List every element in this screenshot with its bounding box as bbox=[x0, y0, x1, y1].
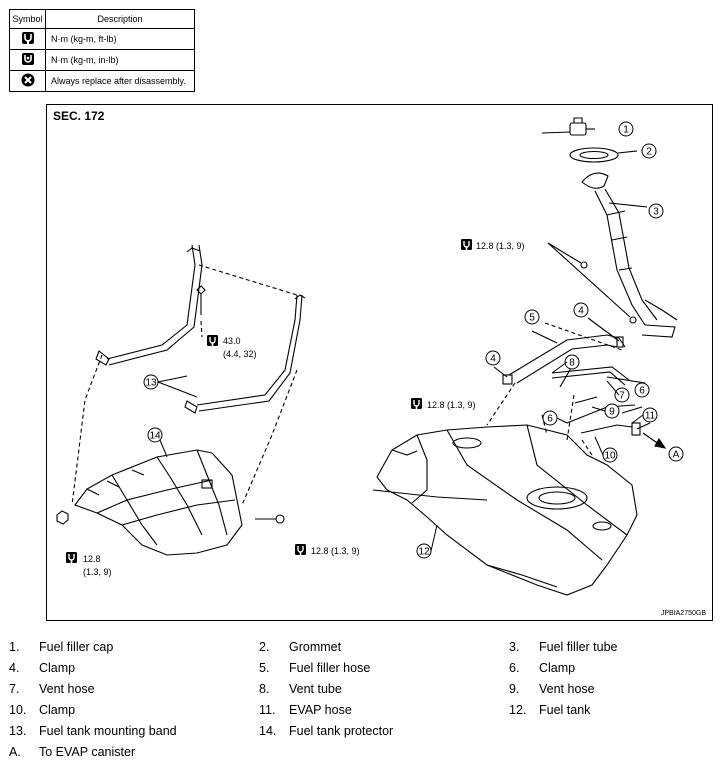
fuel-tank-protector bbox=[74, 449, 243, 556]
parts-list-item: 6.Clamp bbox=[509, 661, 576, 675]
fuel-filler-tube bbox=[581, 172, 678, 338]
evap-canister-arrow bbox=[642, 432, 667, 449]
assembly-lines bbox=[486, 322, 623, 456]
torque-value: 12.8 (1.3, 9) bbox=[311, 546, 360, 556]
fuel-tank-mounting-band bbox=[95, 244, 306, 414]
parts-list-item: 11.EVAP hose bbox=[259, 703, 352, 717]
fuel-tank bbox=[372, 424, 638, 596]
section-label: SEC. 172 bbox=[53, 109, 105, 123]
nut bbox=[56, 510, 69, 525]
callout-11: 11 bbox=[645, 411, 656, 422]
parts-list-item: 4.Clamp bbox=[9, 661, 76, 675]
exploded-diagram: SEC. 172 JPBIA2750GB bbox=[46, 104, 713, 621]
callout-10: 10 bbox=[604, 451, 616, 462]
parts-list-item: 5.Fuel filler hose bbox=[259, 661, 371, 675]
parts-list-item: 3.Fuel filler tube bbox=[509, 640, 618, 654]
torque-wrench-inlb-icon bbox=[9, 49, 46, 71]
torque-wrench-icon bbox=[294, 543, 307, 556]
callout-8: 8 bbox=[569, 358, 575, 369]
callout-7: 7 bbox=[619, 391, 625, 402]
parts-list-item: 9.Vent hose bbox=[509, 682, 595, 696]
assembly-lines-left bbox=[71, 264, 298, 506]
callout-a: A bbox=[673, 450, 680, 461]
torque-wrench-icon bbox=[460, 238, 473, 251]
parts-list-item: 7.Vent hose bbox=[9, 682, 95, 696]
legend-text-replace: Always replace after disassembly. bbox=[45, 70, 195, 92]
legend-header-symbol: Symbol bbox=[9, 9, 46, 29]
parts-list-item: 8.Vent tube bbox=[259, 682, 342, 696]
diagram-artwork: 1 2 3 4 4 5 6 6 7 8 9 10 11 12 13 14 A bbox=[56, 117, 684, 596]
vent-hose bbox=[566, 376, 646, 424]
parts-list-item: 12.Fuel tank bbox=[509, 703, 591, 717]
parts-list-item: 13.Fuel tank mounting band bbox=[9, 724, 177, 738]
callout-4: 4 bbox=[578, 306, 584, 317]
figure-code: JPBIA2750GB bbox=[660, 610, 706, 617]
parts-list-item: A.To EVAP canister bbox=[9, 745, 136, 759]
legend-header-description: Description bbox=[45, 9, 195, 29]
callout-2: 2 bbox=[646, 147, 652, 158]
replace-x-icon bbox=[9, 70, 46, 92]
parts-list-item: 10.Clamp bbox=[9, 703, 76, 717]
torque-value: 43.0 bbox=[223, 336, 241, 346]
torque-value: (1.3, 9) bbox=[83, 567, 112, 577]
fuel-filler-cap bbox=[541, 117, 595, 136]
clamp bbox=[587, 317, 624, 348]
torque-wrench-icon bbox=[9, 28, 46, 50]
callout-12: 12 bbox=[418, 547, 430, 558]
torque-value: 12.8 bbox=[83, 554, 101, 564]
bolt bbox=[547, 242, 637, 324]
parts-list: 1.Fuel filler cap 2.Grommet 3.Fuel fille… bbox=[9, 640, 709, 766]
torque-wrench-icon bbox=[206, 334, 219, 347]
bolt bbox=[196, 285, 206, 315]
parts-list-item: 1.Fuel filler cap bbox=[9, 640, 114, 654]
evap-hose bbox=[580, 406, 651, 436]
torque-wrench-icon bbox=[410, 397, 423, 410]
callouts: 1 2 3 4 4 5 6 6 7 8 9 10 11 12 13 14 A bbox=[143, 121, 684, 559]
legend-text-inlb: N·m (kg-m, in-lb) bbox=[45, 49, 195, 71]
callout-13: 13 bbox=[145, 378, 157, 389]
torque-wrench-icon bbox=[65, 551, 78, 564]
parts-list-item: 2.Grommet bbox=[259, 640, 342, 654]
torque-value: 12.8 (1.3, 9) bbox=[476, 241, 525, 251]
callout-9: 9 bbox=[609, 407, 615, 418]
callout-6: 6 bbox=[639, 386, 645, 397]
callout-6: 6 bbox=[547, 414, 553, 425]
callout-5: 5 bbox=[529, 313, 535, 324]
torque-value: (4.4, 32) bbox=[223, 349, 257, 359]
legend-text-ftlb: N·m (kg-m, ft-lb) bbox=[45, 28, 195, 50]
callout-14: 14 bbox=[149, 431, 161, 442]
callout-4: 4 bbox=[490, 354, 496, 365]
grommet bbox=[569, 147, 638, 163]
vent-tube bbox=[551, 362, 630, 388]
clamp bbox=[493, 366, 513, 385]
parts-list-item: 14.Fuel tank protector bbox=[259, 724, 394, 738]
callout-1: 1 bbox=[623, 125, 629, 136]
torque-value: 12.8 (1.3, 9) bbox=[427, 400, 476, 410]
callout-3: 3 bbox=[653, 207, 659, 218]
symbol-legend-table: Symbol Description N·m (kg-m, ft-lb) N·m… bbox=[9, 9, 195, 92]
torque-labels: 12.8 (1.3, 9) 43.0 (4.4, 32) 12.8 (1.3, … bbox=[65, 238, 525, 577]
bolt bbox=[255, 514, 285, 524]
